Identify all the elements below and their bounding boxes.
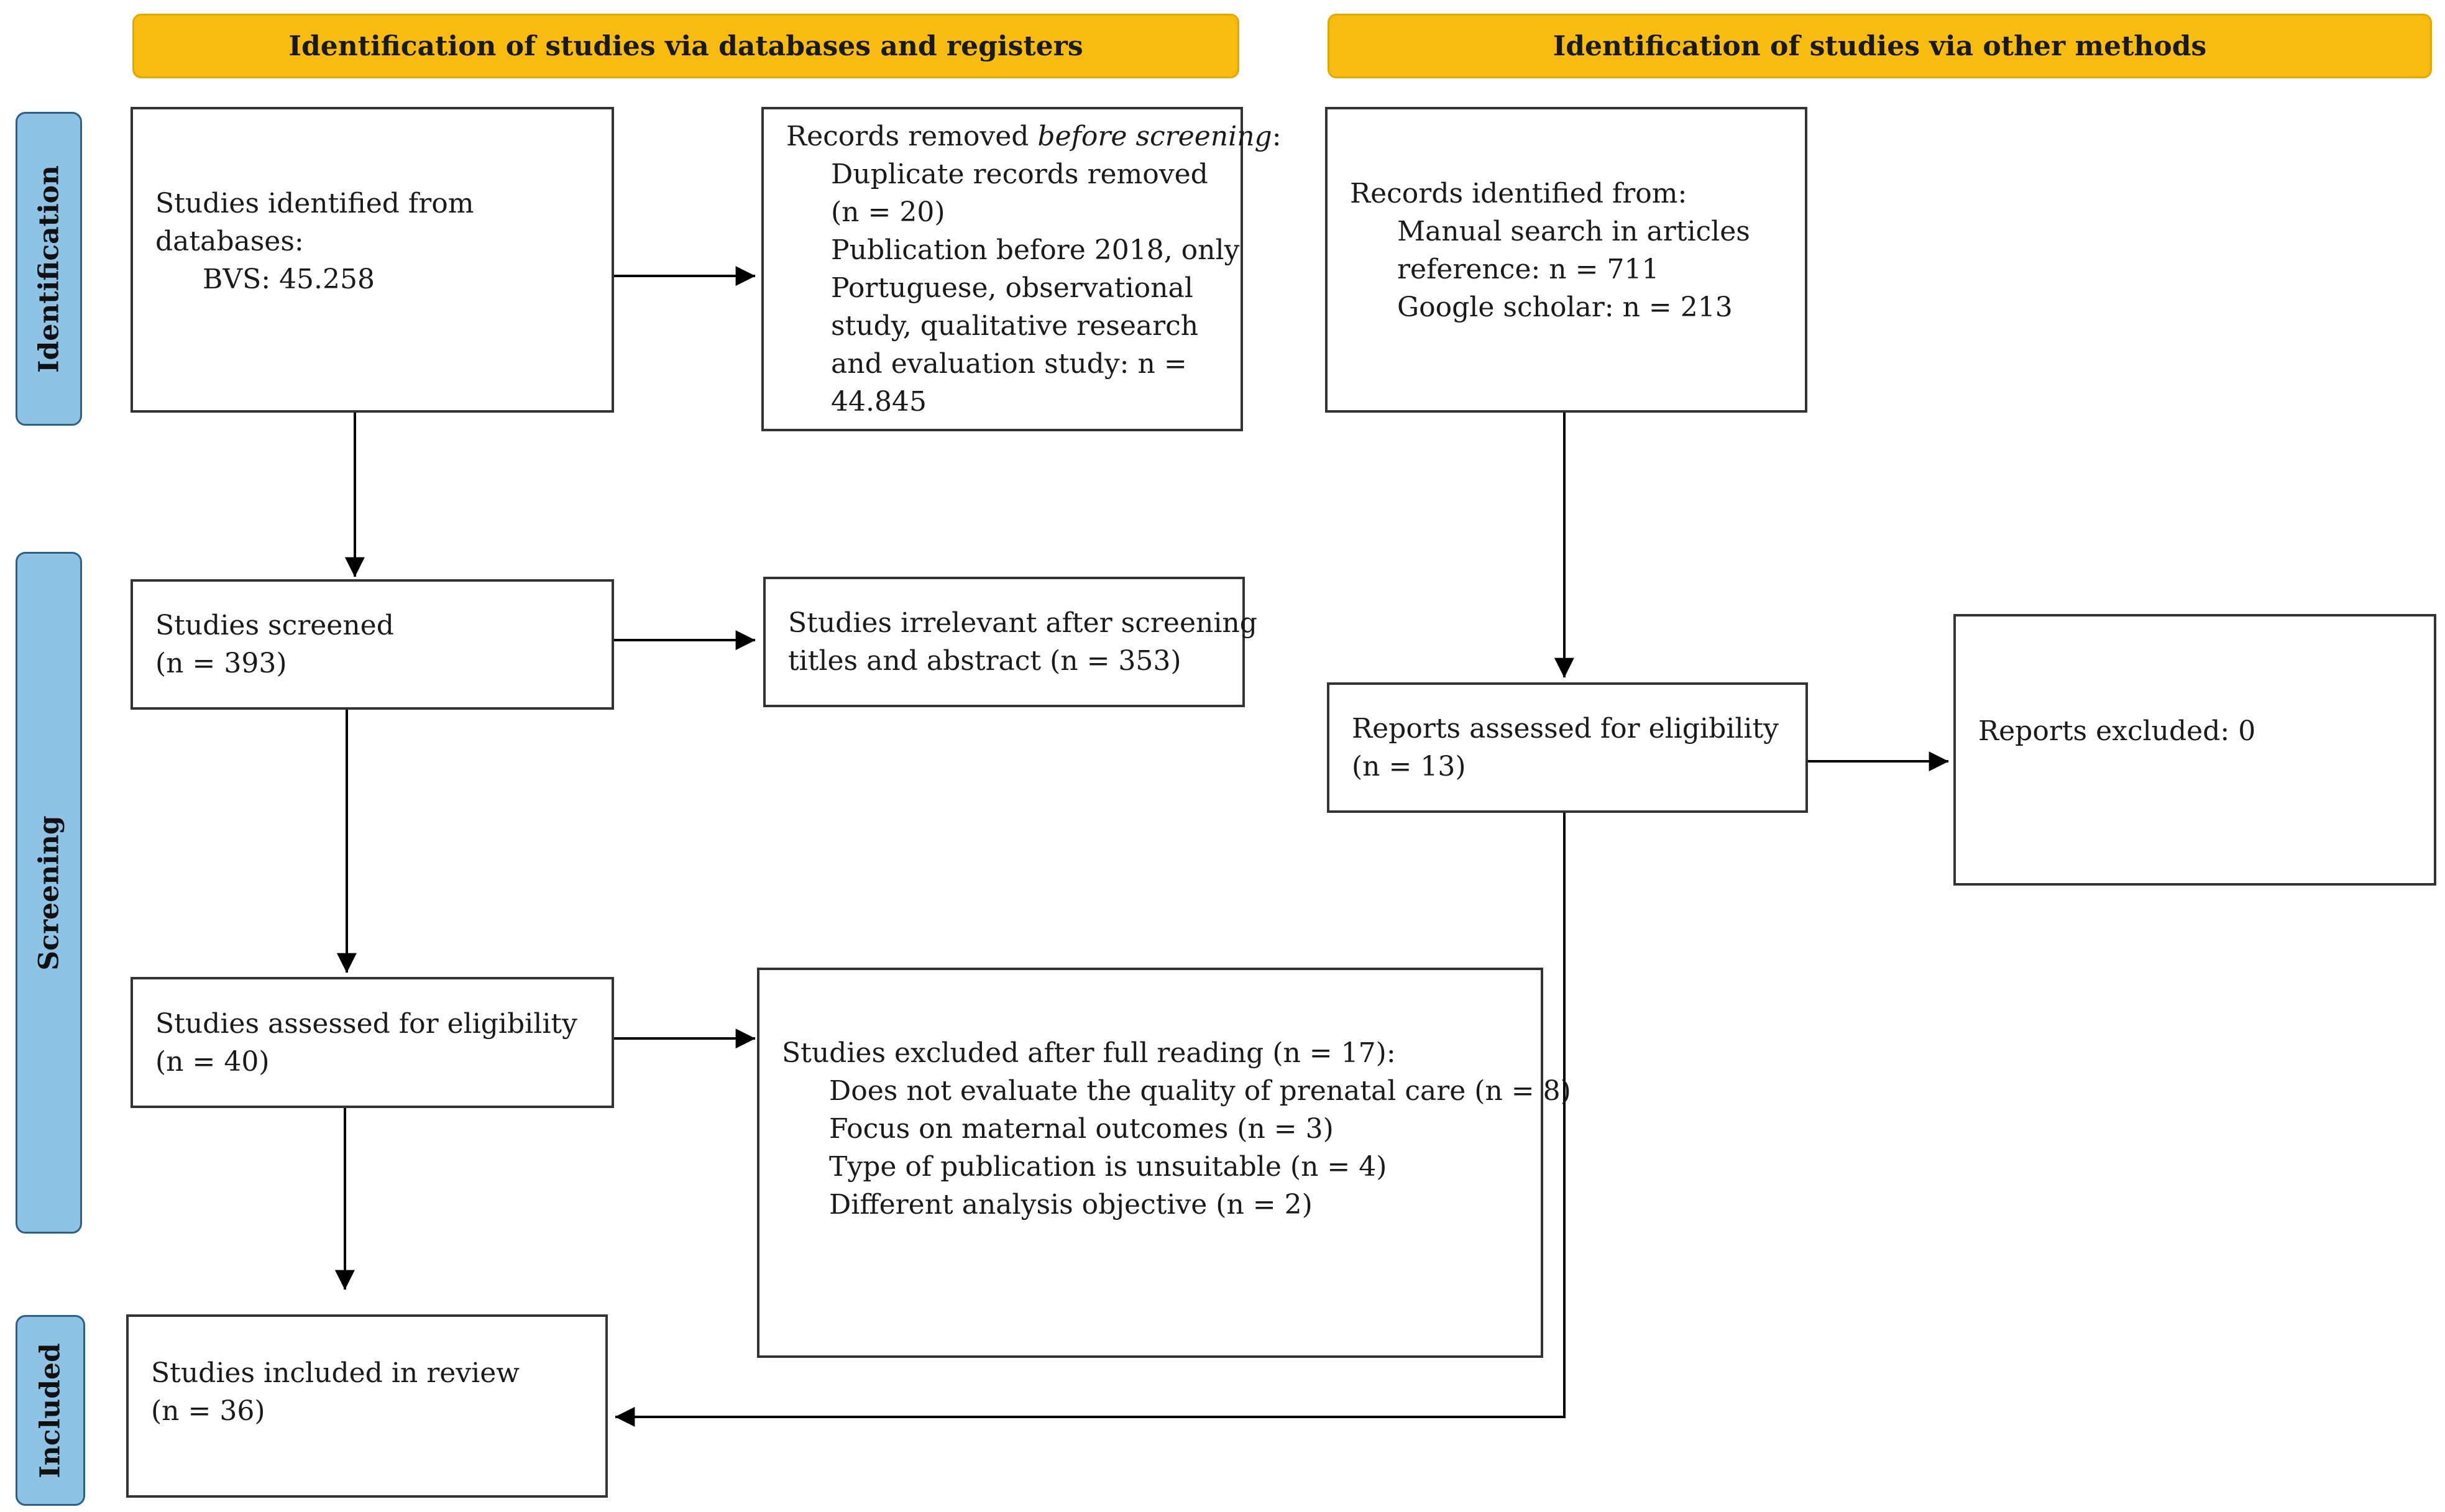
removed-line5: Portuguese, observational <box>831 272 1193 304</box>
header-databases: Identification of studies via databases … <box>132 14 1239 78</box>
box-studies-identified: Studies identified from databases: BVS: … <box>131 107 614 413</box>
reports-excluded-line1: Reports excluded: 0 <box>1978 715 2256 747</box>
removed-line4: Publication before 2018, only <box>831 234 1240 266</box>
included-line2: (n = 36) <box>151 1395 265 1427</box>
box-studies-excluded-full: Studies excluded after full reading (n =… <box>757 968 1571 1358</box>
irrelevant-line1: Studies irrelevant after screening <box>788 607 1257 639</box>
removed-line1: Records removed before screening: <box>786 121 1282 152</box>
box-reports-assessed: Reports assessed for eligibility (n = 13… <box>1327 682 1808 813</box>
header-other-label: Identification of studies via other meth… <box>1553 30 2207 62</box>
excluded-line2: Does not evaluate the quality of prenata… <box>829 1074 1571 1107</box>
arrow-reports-to-included <box>615 812 1566 1427</box>
header-databases-label: Identification of studies via databases … <box>288 30 1083 62</box>
removed-line3: (n = 20) <box>831 196 945 228</box>
box-other-records-identified: Records identified from: Manual search i… <box>1325 107 1807 413</box>
identified-line3: BVS: 45.258 <box>203 263 375 295</box>
other-line1: Records identified from: <box>1350 178 1687 209</box>
box-records-removed: Records removed before screening: Duplic… <box>761 107 1282 431</box>
box-studies-irrelevant: Studies irrelevant after screening title… <box>763 577 1257 707</box>
removed-line6: study, qualitative research <box>831 310 1199 342</box>
box-studies-eligibility: Studies assessed for eligibility (n = 40… <box>131 977 614 1108</box>
included-line1: Studies included in review <box>151 1357 520 1389</box>
stage-identification: Identification <box>16 112 82 426</box>
excluded-line3: Focus on maternal outcomes (n = 3) <box>829 1112 1334 1145</box>
excluded-line1: Studies excluded after full reading (n =… <box>782 1037 1396 1069</box>
screened-line1: Studies screened <box>155 610 394 641</box>
eligibility-line2: (n = 40) <box>155 1045 270 1078</box>
screened-line2: (n = 393) <box>155 648 287 679</box>
reports-assessed-line1: Reports assessed for eligibility <box>1352 713 1779 745</box>
removed-line2: Duplicate records removed <box>831 158 1208 190</box>
header-other-methods: Identification of studies via other meth… <box>1328 14 2432 78</box>
removed-line8: 44.845 <box>831 386 927 418</box>
box-reports-excluded: Reports excluded: 0 <box>1953 614 2436 886</box>
excluded-line5: Different analysis objective (n = 2) <box>829 1188 1313 1221</box>
eligibility-line1: Studies assessed for eligibility <box>155 1007 577 1040</box>
irrelevant-line2: titles and abstract (n = 353) <box>788 645 1181 677</box>
box-studies-included: Studies included in review (n = 36) <box>126 1314 608 1498</box>
reports-assessed-line2: (n = 13) <box>1352 751 1466 782</box>
identified-line1: Studies identified from <box>155 187 474 219</box>
other-line2: Manual search in articles <box>1397 216 1750 247</box>
stage-screening: Screening <box>16 552 82 1234</box>
other-line4: Google scholar: n = 213 <box>1397 291 1733 323</box>
identified-line2: databases: <box>155 225 304 257</box>
stage-included: Included <box>16 1315 85 1506</box>
removed-line7: and evaluation study: n = <box>831 348 1187 380</box>
excluded-line4: Type of publication is unsuitable (n = 4… <box>829 1150 1387 1183</box>
other-line3: reference: n = 711 <box>1397 254 1659 285</box>
box-studies-screened: Studies screened (n = 393) <box>131 579 614 710</box>
